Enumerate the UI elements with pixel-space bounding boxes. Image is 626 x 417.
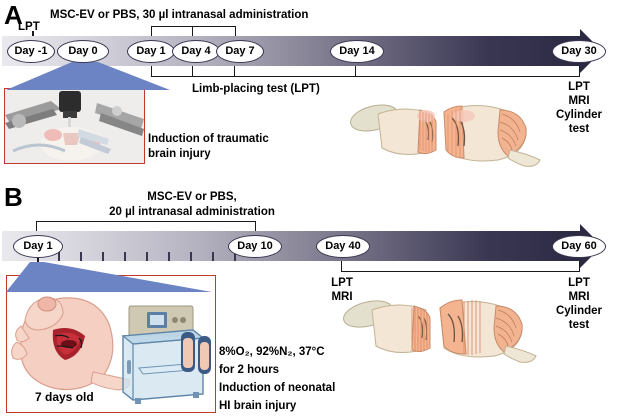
panel-b-condition-line2: for 2 hours [219, 364, 280, 376]
panel-a-day-14[interactable]: Day 14 [330, 40, 384, 63]
panel-b-timeline [2, 224, 602, 268]
panel-b-day40-lpt: LPT [331, 277, 353, 289]
panel-b-callout-cone [6, 262, 212, 292]
panel-b-dose-tick-6 [168, 252, 170, 261]
panel-a-lpt-bracket-t4 [192, 66, 193, 76]
panel-a-header: MSC-EV or PBS, 30 µl intranasal administ… [50, 9, 309, 21]
panel-b-dose-tick-9 [234, 252, 236, 261]
panel-b-dose-bracket [36, 221, 256, 232]
panel-a-brain-illustration [350, 104, 541, 167]
panel-a-callout-cone [6, 62, 170, 90]
panel-b-day1-tick [37, 252, 39, 266]
panel-b-inset-hi: 7 days old [6, 275, 216, 413]
panel-b-day-60[interactable]: Day 60 [552, 235, 606, 258]
panel-a-letter: A [4, 0, 23, 30]
panel-b-inset-age-label: 7 days old [35, 390, 94, 404]
panel-b-day60-lpt: LPT [568, 277, 590, 289]
panel-b-condition-line1: 8%O₂, 92%N₂, 37°C [219, 346, 325, 358]
panel-a-day-1[interactable]: Day 1 [127, 40, 175, 63]
panel-a-dose-bracket [151, 26, 236, 37]
panel-b-brain-illustration [343, 299, 537, 363]
panel-b-condition-line4: HI brain injury [219, 400, 297, 412]
panel-a-inset-caption-1: Induction of traumatic [148, 133, 269, 145]
panel-a-inset-caption-2: brain injury [148, 148, 211, 160]
panel-b-header-line1: MSC-EV or PBS, [147, 191, 237, 203]
panel-b-dose-tick-4 [124, 252, 126, 261]
panel-b-dose-tick-8 [212, 252, 214, 261]
panel-a-endpoint-test: test [568, 123, 590, 135]
panel-b-dose-tick-2 [80, 252, 82, 261]
panel-a-lpt-bracket-t7 [234, 66, 235, 76]
panel-a-day-minus1[interactable]: Day -1 [7, 40, 55, 63]
panel-a-inset-tbi [4, 88, 145, 164]
panel-b-header-line2: 20 µl intranasal administration [109, 206, 275, 218]
panel-b-day60-mri: MRI [568, 291, 590, 303]
panel-b-assay-bracket [341, 261, 580, 272]
panel-a-day-0[interactable]: Day 0 [57, 40, 109, 63]
panel-b-day-10[interactable]: Day 10 [228, 235, 282, 258]
panel-a-endpoint-mri: MRI [568, 95, 590, 107]
panel-b-day60-test: test [568, 319, 590, 331]
panel-a-day-4[interactable]: Day 4 [172, 40, 220, 63]
panel-a-lpt-bracket [151, 66, 580, 77]
panel-a-endpoint-lpt: LPT [568, 81, 590, 93]
panel-a-day-30[interactable]: Day 30 [552, 40, 606, 63]
panel-b-day-1[interactable]: Day 1 [13, 235, 63, 258]
panel-b-dose-tick-1 [58, 252, 60, 261]
panel-a-lpt-bracket-t14 [355, 66, 356, 76]
panel-b-dose-tick-5 [146, 252, 148, 261]
panel-b-day60-cylinder: Cylinder [555, 305, 602, 317]
panel-b-dose-tick-7 [190, 252, 192, 261]
panel-b-day-40[interactable]: Day 40 [316, 235, 370, 258]
panel-b-dose-tick-3 [102, 252, 104, 261]
panel-b-day40-mri: MRI [331, 291, 353, 303]
panel-a-endpoint-cylinder: Cylinder [555, 109, 602, 121]
panel-a-day-7[interactable]: Day 7 [216, 40, 264, 63]
panel-a-dose-bracket-mid [192, 26, 193, 36]
panel-a-lpt-marker: LPT [18, 21, 40, 33]
panel-b-condition-line3: Induction of neonatal [219, 382, 336, 394]
panel-b-letter: B [4, 182, 23, 212]
panel-a-lpt-bracket-label: Limb-placing test (LPT) [192, 83, 320, 95]
